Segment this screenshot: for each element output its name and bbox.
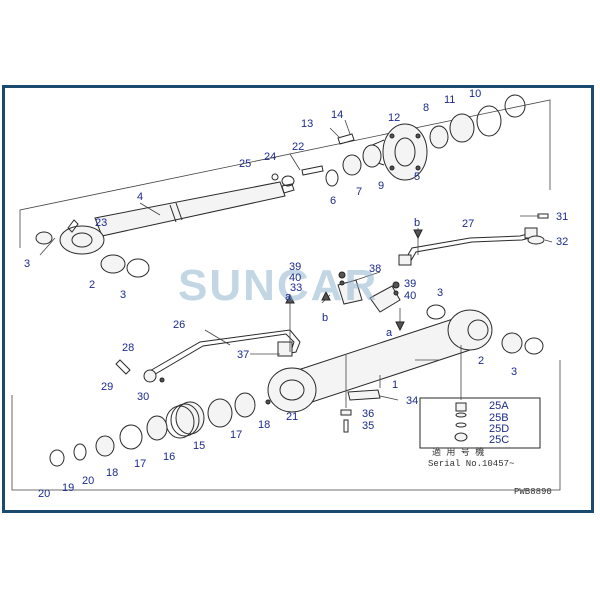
pipe-part-27 xyxy=(398,213,549,266)
label-19: 19 xyxy=(62,482,74,494)
label-23: 23 xyxy=(95,217,107,229)
clamp-part-38 xyxy=(321,271,401,325)
upper-seals xyxy=(35,94,526,278)
leader-lines xyxy=(39,119,553,401)
label-20-right: 20 xyxy=(82,475,94,487)
label-34: 34 xyxy=(406,395,418,407)
label-25A: 25A xyxy=(489,400,509,412)
label-36: 36 xyxy=(362,408,374,420)
serial-note-line1: 適 用 号 機 xyxy=(432,446,484,458)
label-37: 37 xyxy=(237,349,249,361)
label-35: 35 xyxy=(362,420,374,432)
label-3-b: 3 xyxy=(120,289,126,301)
label-33: 33 xyxy=(290,282,302,294)
label-30: 30 xyxy=(137,391,149,403)
label-5: 5 xyxy=(414,171,420,183)
label-17-right: 17 xyxy=(230,429,242,441)
drawing-code: PWB8890 xyxy=(514,487,552,497)
label-9: 9 xyxy=(378,180,384,192)
label-25D: 25D xyxy=(489,423,509,435)
label-18-left: 18 xyxy=(106,467,118,479)
label-2-upper: 2 xyxy=(89,279,95,291)
label-3-c: 3 xyxy=(437,287,443,299)
label-39-right: 39 xyxy=(404,278,416,290)
label-40-left: 40 xyxy=(289,272,301,284)
label-13: 13 xyxy=(301,118,313,130)
label-20-left: 20 xyxy=(38,488,50,500)
label-6: 6 xyxy=(330,195,336,207)
label-25: 25 xyxy=(239,158,251,170)
ref-letter-b-top: b xyxy=(414,217,420,229)
label-10: 10 xyxy=(469,88,481,100)
label-21: 21 xyxy=(286,411,298,423)
ref-letter-b-left: b xyxy=(322,312,328,324)
cylinder-head-part-5 xyxy=(369,123,428,181)
label-26: 26 xyxy=(173,319,185,331)
pipe-part-26 xyxy=(115,329,301,383)
lower-panel-border xyxy=(11,360,561,491)
label-25C: 25C xyxy=(489,434,509,446)
label-3-d: 3 xyxy=(511,366,517,378)
label-1: 1 xyxy=(392,379,398,391)
label-32: 32 xyxy=(556,236,568,248)
label-38: 38 xyxy=(369,263,381,275)
label-15: 15 xyxy=(193,440,205,452)
ref-letter-a-left: a xyxy=(285,291,292,303)
label-2-lower: 2 xyxy=(478,355,484,367)
cylinder-tube-part-1 xyxy=(297,304,544,405)
label-28: 28 xyxy=(122,342,134,354)
piston-assembly xyxy=(49,367,317,467)
label-18-right: 18 xyxy=(258,419,270,431)
label-14: 14 xyxy=(331,109,343,121)
label-39-left: 39 xyxy=(289,261,301,273)
watermark-text: SUNCAR xyxy=(178,261,378,310)
part-labels: 1 2 2 3 3 3 3 4 5 6 7 8 9 10 11 12 13 14… xyxy=(24,88,568,500)
label-16: 16 xyxy=(163,451,175,463)
label-40-right: 40 xyxy=(404,290,416,302)
label-17-left: 17 xyxy=(134,458,146,470)
upper-panel-border xyxy=(19,99,551,248)
label-24: 24 xyxy=(264,151,276,163)
label-22: 22 xyxy=(292,141,304,153)
label-7: 7 xyxy=(356,186,362,198)
label-12: 12 xyxy=(388,112,400,124)
label-4: 4 xyxy=(137,191,143,203)
label-27: 27 xyxy=(462,218,474,230)
serial-note-line2: Serial No.10457~ xyxy=(428,459,514,469)
clamp-part-34 xyxy=(340,355,381,433)
rod-part-4 xyxy=(59,181,295,255)
label-31: 31 xyxy=(556,211,568,223)
label-11: 11 xyxy=(444,94,455,106)
label-3-a: 3 xyxy=(24,258,30,270)
label-25B: 25B xyxy=(489,412,509,424)
label-29: 29 xyxy=(101,381,113,393)
label-8: 8 xyxy=(423,102,429,114)
grease-fitting-part-25 xyxy=(419,345,541,449)
ref-letter-a-right: a xyxy=(386,327,393,339)
